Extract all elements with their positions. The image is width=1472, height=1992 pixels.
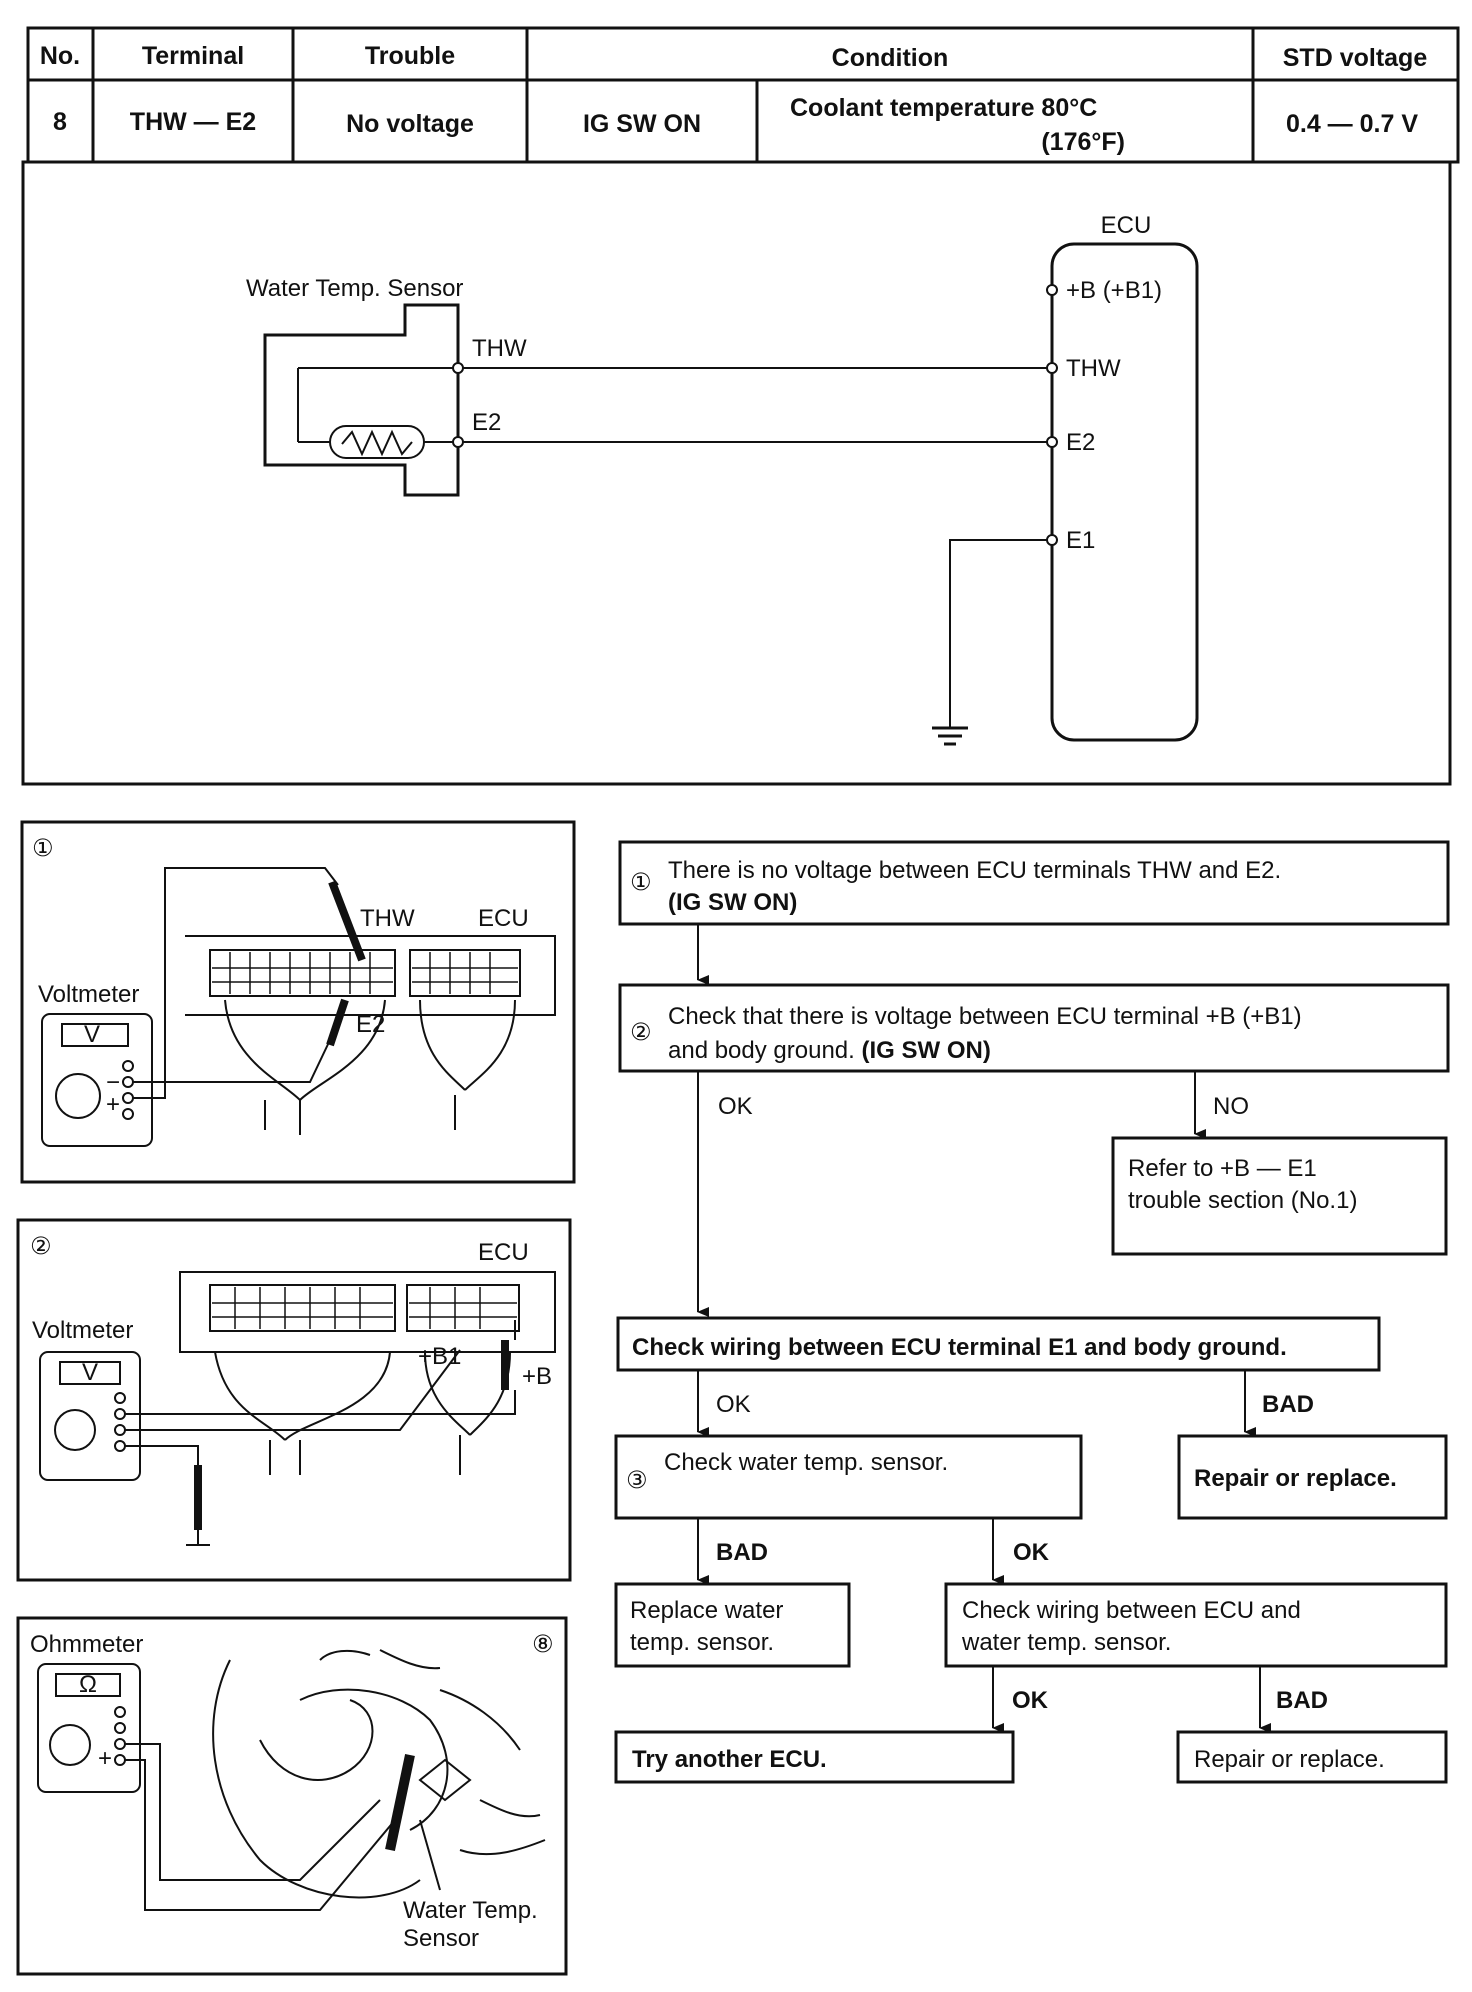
flow-check-e1-text: Check wiring between ECU terminal E1 and… — [632, 1334, 1287, 1361]
flow-try-ecu-box — [614, 1730, 1015, 1784]
cell-condition-temp-f: (176°F) — [1041, 128, 1125, 156]
panel-2-ecu-label: ECU — [478, 1239, 529, 1266]
flow-ok-3: OK — [1013, 1539, 1050, 1566]
circuit-diagram: Water Temp. Sensor THW E2 ECU +B (+B1) T… — [21, 160, 1452, 786]
flow-step-3-number: ③ — [626, 1467, 648, 1494]
panel-2-illustration: ② ECU Voltmeter V +B1 +B — [16, 1218, 572, 1582]
ohmmeter-icon — [37, 1663, 141, 1793]
cell-condition-switch: IG SW ON — [583, 110, 701, 138]
header-trouble: Trouble — [365, 42, 455, 70]
circuit-frame — [21, 160, 1452, 786]
panel-3-illustration: Ohmmeter ⑧ Ω + Water Temp. Sensor — [16, 1616, 568, 1976]
panel-1-e2-label: E2 — [356, 1011, 385, 1038]
flow-no-1: NO — [1213, 1093, 1249, 1120]
sensor-label: Water Temp. Sensor — [246, 275, 463, 302]
panel-2-b-label: +B — [522, 1363, 552, 1390]
flow-repair-2-box — [1176, 1730, 1448, 1784]
flow-ok-1: OK — [718, 1093, 753, 1120]
flow-ok-4: OK — [1012, 1687, 1049, 1714]
cell-trouble: No voltage — [346, 110, 474, 138]
flow-check-wiring-text-1: Check wiring between ECU and — [962, 1597, 1301, 1624]
flow-step-3-text: Check water temp. sensor. — [664, 1449, 948, 1476]
flow-step-2-box — [618, 983, 1450, 1073]
flow-replace-sensor-text-2: temp. sensor. — [630, 1629, 774, 1656]
flow-repair-2-text: Repair or replace. — [1194, 1746, 1385, 1773]
flow-step-2-number: ② — [630, 1019, 652, 1046]
sensor-thw-label: THW — [472, 335, 527, 362]
header-terminal: Terminal — [142, 42, 244, 70]
flow-try-ecu-text: Try another ECU. — [632, 1746, 827, 1773]
flow-step-3-box — [614, 1434, 1083, 1520]
ecu-label: ECU — [1101, 212, 1152, 239]
panel-2-step: ② — [30, 1233, 52, 1260]
ecu-terminal-e2: E2 — [1066, 429, 1095, 456]
svg-text:+: + — [98, 1745, 112, 1772]
ecu-terminal-thw: THW — [1066, 355, 1121, 382]
svg-text:+: + — [106, 1091, 120, 1118]
voltmeter-2-icon — [39, 1351, 141, 1481]
ecu-box — [1050, 242, 1199, 742]
svg-text:−: − — [106, 1069, 120, 1096]
flow-replace-sensor-box — [614, 1582, 851, 1668]
spec-table: No. Terminal Trouble Condition STD volta… — [26, 26, 1460, 164]
flow-refer-box — [1111, 1136, 1448, 1256]
panel-1-illustration: ① Voltmeter V − + THW ECU E2 — [20, 820, 576, 1184]
engine-bay-sketch — [212, 1649, 546, 1899]
flow-repair-1-box — [1177, 1434, 1448, 1520]
panel-1-meter-label: Voltmeter — [38, 981, 139, 1008]
panel-3-sensor-label-1: Water Temp. — [403, 1897, 538, 1924]
svg-text:Ω: Ω — [79, 1671, 97, 1698]
table-border — [26, 26, 1460, 164]
panel-1-thw-label: THW — [360, 905, 415, 932]
panel-1-ecu-label: ECU — [478, 905, 529, 932]
cell-std-voltage: 0.4 — 0.7 V — [1286, 110, 1418, 138]
svg-text:V: V — [82, 1359, 98, 1386]
ecu-terminal-e1: E1 — [1066, 527, 1095, 554]
flow-step-1-box — [618, 840, 1450, 926]
troubleshooting-flowchart: ① There is no voltage between ECU termin… — [614, 840, 1450, 1784]
voltmeter-icon — [41, 1013, 153, 1147]
flow-bad-3: BAD — [716, 1539, 768, 1566]
flow-bad-2: BAD — [1262, 1391, 1314, 1418]
flow-refer-text-2: trouble section (No.1) — [1128, 1187, 1357, 1214]
flow-step-1-condition: (IG SW ON) — [668, 889, 797, 916]
cell-no: 8 — [53, 108, 67, 136]
sensor-housing — [263, 303, 460, 497]
flow-check-wiring-box — [944, 1582, 1448, 1668]
flow-bad-4: BAD — [1276, 1687, 1328, 1714]
svg-text:V: V — [84, 1021, 100, 1048]
ecu-terminal-b: +B (+B1) — [1066, 277, 1162, 304]
sensor-e2-label: E2 — [472, 409, 501, 436]
flow-ok-2: OK — [716, 1391, 751, 1418]
flow-step-2-text: Check that there is voltage between ECU … — [668, 1003, 1302, 1030]
panel-3-sensor-label-2: Sensor — [403, 1925, 479, 1952]
flow-step-1-number: ① — [630, 869, 652, 896]
cell-terminal: THW — E2 — [130, 108, 256, 136]
flow-repair-1-text: Repair or replace. — [1194, 1465, 1397, 1492]
flow-step-2-text-2: and body ground. (IG SW ON) — [668, 1037, 991, 1064]
header-condition: Condition — [832, 44, 949, 72]
panel-2-meter-label: Voltmeter — [32, 1317, 133, 1344]
flow-refer-text-1: Refer to +B — E1 — [1128, 1155, 1317, 1182]
flow-check-wiring-text-2: water temp. sensor. — [961, 1629, 1171, 1656]
header-std-voltage: STD voltage — [1283, 44, 1428, 72]
ground-icon — [932, 726, 968, 746]
flow-check-e1-box — [616, 1316, 1381, 1372]
flow-step-1-text: There is no voltage between ECU terminal… — [668, 857, 1281, 884]
flow-replace-sensor-text-1: Replace water — [630, 1597, 783, 1624]
panel-3-meter-label: Ohmmeter — [30, 1631, 143, 1658]
wire-e1-ground — [949, 539, 1047, 728]
panel-1-step: ① — [32, 835, 54, 862]
cell-condition-temp: Coolant temperature 80°C — [790, 94, 1097, 122]
panel-3-step: ⑧ — [532, 1631, 554, 1658]
header-no: No. — [40, 42, 80, 70]
